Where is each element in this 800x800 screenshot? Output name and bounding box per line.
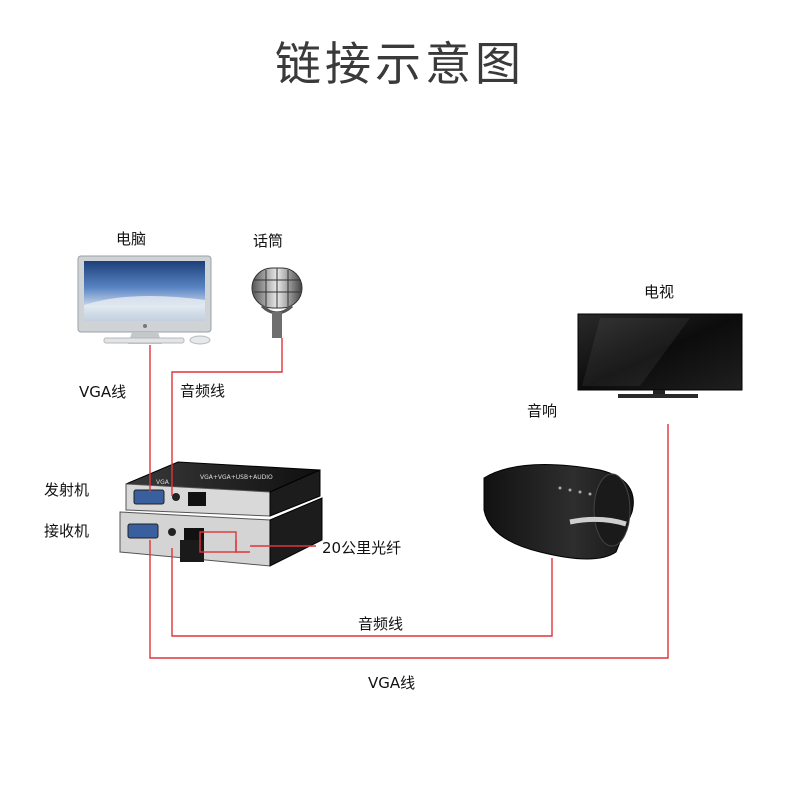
speaker-label: 音响 [527, 402, 558, 420]
microphone-icon [251, 267, 303, 338]
cable-lines [149, 338, 669, 659]
vga-cable-bottom [149, 424, 669, 659]
tv-icon [577, 313, 743, 398]
speaker-icon [483, 464, 634, 560]
vga-cable-bottom-label: VGA线 [368, 674, 416, 692]
transmitter-device: VGA+VGA+USB+AUDIO VGA [125, 461, 321, 517]
transmitter-panel-text: VGA+VGA+USB+AUDIO [200, 474, 273, 481]
page-title: 链接示意图 [275, 37, 525, 91]
audio-cable-bottom-label: 音频线 [358, 615, 404, 633]
computer-icon [77, 255, 212, 345]
audio-cable-bottom [171, 548, 553, 637]
microphone-label: 话筒 [253, 232, 284, 250]
audio-cable-top [171, 338, 283, 496]
computer-label: 电脑 [116, 230, 147, 248]
tv-label: 电视 [644, 283, 675, 301]
fiber-loop [199, 531, 237, 553]
transmitter-port-label: VGA [156, 479, 170, 486]
vga-cable-top-label: VGA线 [79, 383, 127, 401]
transmitter-label: 发射机 [44, 481, 90, 499]
receiver-label: 接收机 [44, 522, 90, 540]
audio-cable-top-label: 音频线 [180, 382, 226, 400]
fiber-label: 20公里光纤 [322, 539, 402, 557]
